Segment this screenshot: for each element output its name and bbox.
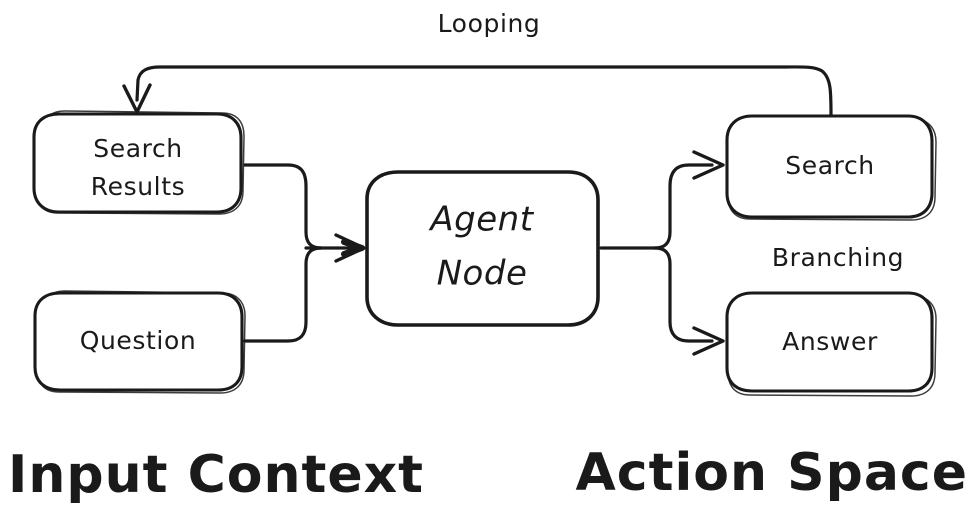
node-search-outline xyxy=(725,114,934,219)
edge-agent-to-actions xyxy=(599,150,725,356)
edge-inputs-arrowhead-fill xyxy=(341,239,365,257)
node-answer[interactable]: Answer xyxy=(725,291,937,397)
node-search[interactable]: Search xyxy=(725,114,937,221)
node-answer-label: Answer xyxy=(782,327,878,356)
edge-question-to-agent xyxy=(243,246,323,343)
edge-inputs-to-agent xyxy=(243,163,366,343)
node-agent-outline xyxy=(365,170,600,327)
edge-looping-path xyxy=(135,65,833,117)
node-agent-label-line1: Agent xyxy=(428,200,534,240)
edge-agent-to-answer xyxy=(653,246,714,343)
node-search-results-label-line1: Search xyxy=(93,134,183,163)
edge-agent-to-search xyxy=(653,163,714,250)
caption-action-space: Action Space xyxy=(576,443,968,503)
caption-input-context: Input Context xyxy=(8,445,424,505)
node-search-results-label-line2: Results xyxy=(91,172,185,201)
edge-search-arrowhead xyxy=(692,150,725,180)
node-agent[interactable]: Agent Node xyxy=(365,170,600,327)
node-question[interactable]: Question xyxy=(33,290,246,394)
node-answer-outline xyxy=(725,291,934,393)
node-search-results[interactable]: Search Results xyxy=(32,110,245,215)
edge-label-looping: Looping xyxy=(438,9,541,38)
node-agent-label-line2: Node xyxy=(437,254,528,294)
node-search-label: Search xyxy=(785,151,875,180)
edge-label-branching: Branching xyxy=(772,243,904,272)
edge-search-results-to-agent xyxy=(243,163,323,250)
node-search-results-outline xyxy=(32,112,243,214)
edge-answer-arrowhead xyxy=(692,326,725,356)
node-question-label: Question xyxy=(80,326,197,355)
edge-looping xyxy=(122,65,833,117)
node-question-outline xyxy=(33,291,244,392)
